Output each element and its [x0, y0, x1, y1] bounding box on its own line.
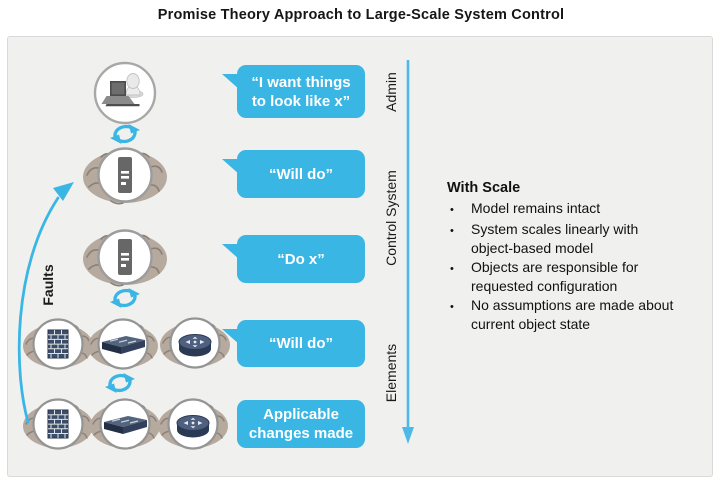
speech-bubble-will-do-2: “Will do”	[222, 320, 365, 367]
bullet-dot-icon: •	[450, 263, 454, 275]
switch-with-brain-icon	[90, 398, 160, 450]
speech-bubble-do-x: “Do x”	[222, 235, 365, 283]
sync-arrows-icon	[110, 124, 140, 144]
faults-label: Faults	[40, 264, 56, 306]
with-scale-bullet: • System scales linearly with object-bas…	[447, 220, 715, 258]
bullet-dot-icon: •	[450, 225, 454, 237]
speech-bubble-will-do-1: “Will do”	[222, 150, 365, 198]
firewall-with-brain-icon	[23, 398, 93, 450]
with-scale-block: With Scale • Model remains intact • Syst…	[447, 180, 715, 334]
axis-label-elements: Elements	[383, 343, 399, 403]
with-scale-bullet: • Objects are responsible for requested …	[447, 258, 715, 296]
router-with-brain-icon	[158, 398, 228, 450]
server-with-brain-icon	[83, 229, 167, 287]
admin-user-laptop-icon	[93, 61, 157, 125]
router-with-brain-icon	[160, 317, 230, 369]
axis-label-control-system: Control System	[383, 170, 399, 266]
sync-arrows-icon	[110, 288, 140, 308]
speech-bubble-changes-made: Applicable changes made	[237, 400, 365, 448]
bullet-dot-icon: •	[450, 301, 454, 313]
server-with-brain-icon	[83, 147, 167, 205]
switch-with-brain-icon	[88, 318, 158, 370]
with-scale-bullet: • Model remains intact	[447, 199, 715, 220]
firewall-with-brain-icon	[23, 318, 93, 370]
bullet-dot-icon: •	[450, 204, 454, 216]
sync-arrows-icon	[105, 373, 135, 393]
speech-bubble-admin: “I want things to look like x”	[222, 65, 365, 118]
down-arrow-axis	[402, 60, 414, 444]
with-scale-title: With Scale	[447, 180, 521, 196]
with-scale-bullet: • No assumptions are made about current …	[447, 296, 715, 334]
curved-up-arrow-faults	[17, 182, 74, 424]
diagram-title: Promise Theory Approach to Large-Scale S…	[157, 7, 565, 23]
axis-label-admin: Admin	[383, 72, 399, 112]
